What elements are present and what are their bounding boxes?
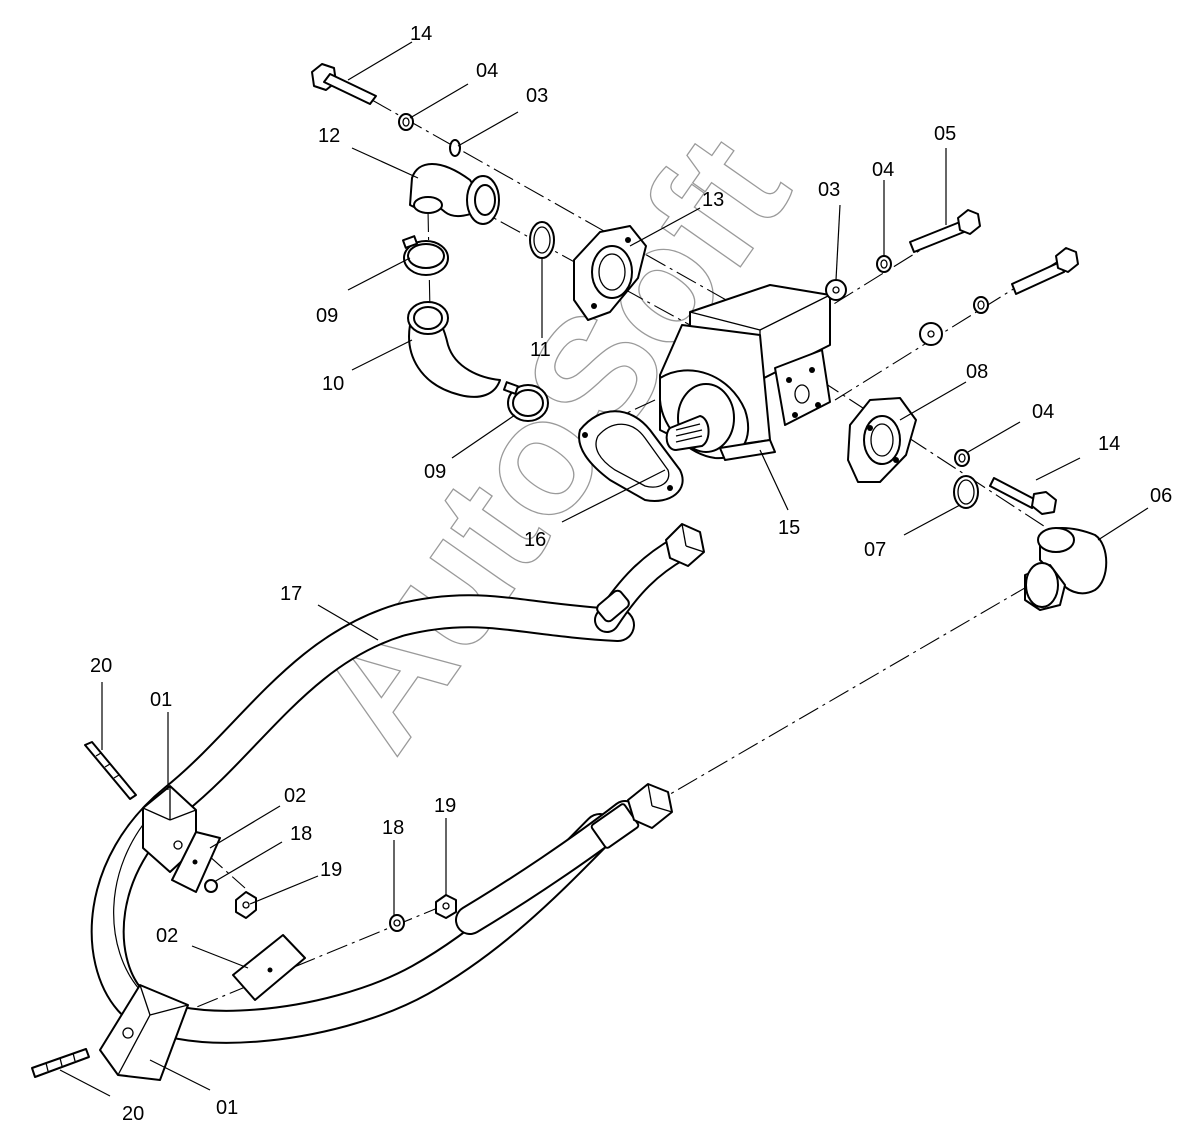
leader-lines: [59, 41, 1149, 1097]
callout-11: 11: [530, 339, 551, 361]
callout-03-right: 03: [818, 179, 840, 201]
callout-09-lower: 09: [424, 461, 446, 483]
callout-14-lower: 14: [1098, 433, 1120, 455]
hose-ferrule: [596, 589, 630, 623]
callout-01-lower: 01: [216, 1097, 238, 1119]
bolt-14-lower: [989, 477, 1057, 515]
o-ring-11: [529, 221, 555, 259]
callout-13: 13: [702, 189, 724, 211]
o-ring-07: [953, 475, 979, 509]
callout-15: 15: [778, 517, 800, 539]
callout-02-upper: 02: [284, 785, 306, 807]
nut-19-left: [235, 891, 257, 919]
clamp-block-01-lower: [99, 984, 189, 1081]
callout-09-upper: 09: [316, 305, 338, 327]
callout-20-lower: 20: [122, 1103, 144, 1125]
callout-17: 17: [280, 583, 302, 605]
callout-19-mid: 19: [434, 795, 456, 817]
washer-right-second: [919, 322, 943, 346]
callout-20-upper: 20: [90, 655, 112, 677]
lock-washer-18-mid: [389, 914, 405, 932]
lock-washer-04-top: [398, 113, 414, 131]
stud-20-lower: [31, 1048, 90, 1078]
callout-04-right: 04: [872, 159, 894, 181]
washer-03-top: [449, 139, 461, 157]
bolt-right-second: [1011, 247, 1079, 295]
plate-02-upper: [171, 831, 221, 893]
flange-13: [573, 225, 647, 321]
callout-04-lower: 04: [1032, 401, 1054, 423]
stud-20-upper: [84, 741, 137, 800]
lock-washer-04-right: [876, 255, 892, 273]
lock-washer-right-second: [973, 296, 989, 314]
callout-18-mid: 18: [382, 817, 404, 839]
lock-washer-18-left: [204, 879, 218, 893]
callout-05: 05: [934, 123, 956, 145]
hose-10: [407, 301, 501, 398]
callout-08: 08: [966, 361, 988, 383]
bolt-05: [909, 209, 981, 253]
hose-upper-segment: [594, 523, 705, 633]
callout-12: 12: [318, 125, 340, 147]
callout-06: 06: [1150, 485, 1172, 507]
elbow-12: [409, 163, 500, 225]
callout-01-upper: 01: [150, 689, 172, 711]
bolt-14-top: [311, 63, 377, 105]
lock-washer-04-lower: [954, 449, 970, 467]
nut-19-mid: [435, 894, 457, 919]
hose-lower-straight: [455, 783, 673, 935]
hose-clamp-09-lower: [502, 381, 549, 422]
hose-hex-nut-upper: [665, 523, 705, 567]
hose-clamp-09-upper: [401, 235, 449, 276]
callout-19-left: 19: [320, 859, 342, 881]
flange-08: [847, 397, 917, 483]
callout-16: 16: [524, 529, 546, 551]
plate-02-lower: [232, 934, 306, 1001]
hydraulic-pump-body: [659, 284, 831, 461]
callout-07: 07: [864, 539, 886, 561]
callout-04-top: 04: [476, 60, 498, 82]
callout-03-top: 03: [526, 85, 548, 107]
gasket-16: [578, 410, 684, 502]
washer-03-right: [825, 279, 847, 301]
callout-10: 10: [322, 373, 344, 395]
callout-14-top: 14: [410, 23, 432, 45]
elbow-fitting-06: [1024, 527, 1108, 611]
callout-18-left: 18: [290, 823, 312, 845]
callout-02-lower: 02: [156, 925, 178, 947]
callout-labels: 14 04 03 12 13 03 04 05 09 11 10 08 04 1…: [90, 23, 1172, 1125]
